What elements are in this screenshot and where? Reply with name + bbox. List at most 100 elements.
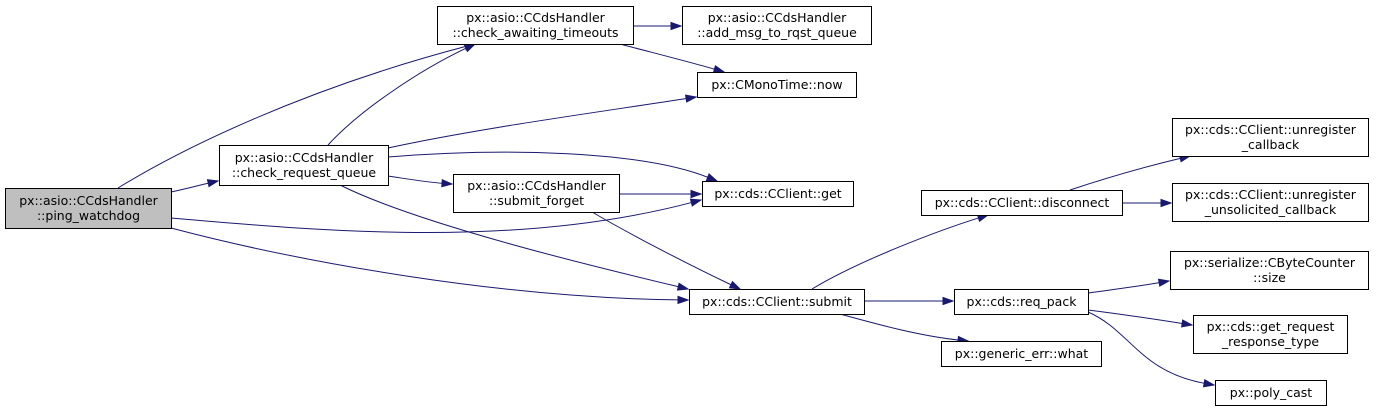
node-submit[interactable]: px::cds::CClient::submit (689, 289, 865, 315)
arrowhead-icon (206, 179, 220, 188)
node-unregister-unsolicited-callback[interactable]: px::cds::CClient::unregister_unsolicited… (1172, 183, 1369, 222)
arrowhead-icon (1157, 278, 1171, 287)
node-label: px::cds::req_pack (967, 294, 1078, 309)
edge-line (387, 97, 688, 149)
node-box (1172, 183, 1369, 222)
edge-line (591, 211, 733, 286)
edge-line (387, 151, 709, 179)
node-label: px::asio::CCdsHandler (467, 178, 606, 193)
edge-line (1087, 282, 1161, 294)
edge-req_pack-to-size (1087, 278, 1171, 294)
node-generic-err-what[interactable]: px::generic_err::what (941, 341, 1102, 367)
arrowhead-icon (684, 94, 698, 103)
node-box (1215, 380, 1327, 406)
edge-line (170, 227, 680, 301)
node-box (921, 190, 1123, 216)
edge-line (1087, 311, 1206, 384)
arrowhead-icon (1202, 379, 1216, 388)
node-label: px::generic_err::what (955, 346, 1088, 361)
edge-submit-to-generic_err_what (839, 313, 970, 345)
arrowhead-icon (690, 189, 703, 199)
edge-req_pack-to-poly_cast (1087, 311, 1216, 388)
arrowhead-icon (677, 295, 690, 305)
edge-ping_watchdog-to-check_request_queue (170, 179, 220, 193)
node-check-request-queue[interactable]: px::asio::CCdsHandler::check_request_que… (219, 145, 389, 186)
node-get-request-response-type[interactable]: px::cds::get_request_response_type (1193, 315, 1348, 354)
node-label: ::check_request_queue (232, 165, 377, 180)
arrowhead-icon (1180, 319, 1194, 328)
arrowhead-icon (689, 198, 703, 207)
edge-line (811, 217, 980, 290)
node-label: px::cds::CClient::unregister (1185, 122, 1357, 137)
edge-line (327, 47, 468, 146)
node-box (1193, 315, 1348, 354)
node-label: px::cds::CClient::get (714, 186, 841, 201)
arrowhead-icon (728, 280, 742, 290)
node-label: _response_type (1221, 334, 1320, 349)
nodes-layer: px::asio::CCdsHandler::ping_watchdogpx::… (5, 6, 1369, 406)
edge-ping_watchdog-to-get (170, 198, 703, 234)
edge-submit-to-disconnect (811, 214, 990, 290)
node-box (1170, 251, 1369, 290)
edge-req_pack-to-get_request_response_type (1087, 309, 1194, 328)
node-box (689, 289, 865, 315)
node-label: _unsolicited_callback (1204, 202, 1337, 217)
edge-submit-to-req_pack (863, 296, 955, 306)
node-label: px::cds::CClient::disconnect (935, 195, 1110, 210)
node-disconnect[interactable]: px::cds::CClient::disconnect (921, 190, 1123, 216)
node-box (437, 6, 634, 45)
node-box (697, 72, 857, 98)
node-unregister-callback[interactable]: px::cds::CClient::unregister_callback (1172, 118, 1369, 157)
node-label: px::asio::CCdsHandler (235, 150, 374, 165)
node-label: ::size (1253, 270, 1286, 285)
node-label: px::serialize::CByteCounter (1184, 255, 1356, 270)
node-poly-cast[interactable]: px::poly_cast (1215, 380, 1327, 406)
node-box (5, 188, 172, 229)
edge-check_awaiting_timeouts-to-now (619, 43, 726, 74)
arrowhead-icon (712, 65, 726, 74)
arrowhead-icon (1160, 198, 1173, 208)
edge-check_request_queue-to-get (387, 151, 719, 182)
edge-check_awaiting_timeouts-to-add_msg_to_rqst_queue (633, 21, 683, 31)
node-box (219, 145, 389, 186)
node-add-msg-to-rqst-queue[interactable]: px::asio::CCdsHandler::add_msg_to_rqst_q… (682, 6, 872, 45)
node-box (702, 181, 854, 207)
node-ping-watchdog[interactable]: px::asio::CCdsHandler::ping_watchdog (5, 188, 172, 229)
node-label: px::poly_cast (1230, 385, 1313, 400)
node-label: ::ping_watchdog (37, 208, 140, 223)
node-label: ::submit_forget (489, 193, 584, 208)
node-box (453, 174, 620, 213)
edge-check_request_queue-to-submit_forget (387, 175, 454, 188)
edge-line (170, 201, 693, 234)
arrowhead-icon (942, 296, 955, 306)
edge-line (619, 43, 716, 70)
edge-line (117, 45, 467, 189)
node-label: px::cds::CClient::unregister (1185, 187, 1357, 202)
node-submit-forget[interactable]: px::asio::CCdsHandler::submit_forget (453, 174, 620, 213)
edge-line (839, 313, 960, 341)
node-box (1172, 118, 1369, 157)
node-label: px::cds::get_request (1207, 319, 1335, 334)
node-label: px::asio::CCdsHandler (708, 10, 847, 25)
node-box (941, 341, 1102, 367)
arrowhead-icon (676, 282, 690, 291)
edge-line (339, 184, 680, 288)
node-req-pack[interactable]: px::cds::req_pack (954, 289, 1089, 315)
node-label: px::asio::CCdsHandler (19, 193, 158, 208)
node-check-awaiting-timeouts[interactable]: px::asio::CCdsHandler::check_awaiting_ti… (437, 6, 634, 45)
node-now[interactable]: px::CMonoTime::now (697, 72, 857, 98)
node-box (954, 289, 1089, 315)
node-size[interactable]: px::serialize::CByteCounter::size (1170, 251, 1369, 290)
node-box (682, 6, 872, 45)
edge-submit_forget-to-submit (591, 211, 742, 290)
edge-check_request_queue-to-now (387, 94, 698, 149)
node-get[interactable]: px::cds::CClient::get (702, 181, 854, 207)
node-label: px::asio::CCdsHandler (466, 10, 605, 25)
node-label: px::cds::CClient::submit (702, 294, 852, 309)
edge-line (1069, 157, 1182, 191)
edge-check_request_queue-to-check_awaiting_timeouts (327, 43, 477, 146)
arrowhead-icon (705, 173, 719, 182)
edge-line (1087, 309, 1184, 325)
arrowhead-icon (441, 179, 454, 188)
